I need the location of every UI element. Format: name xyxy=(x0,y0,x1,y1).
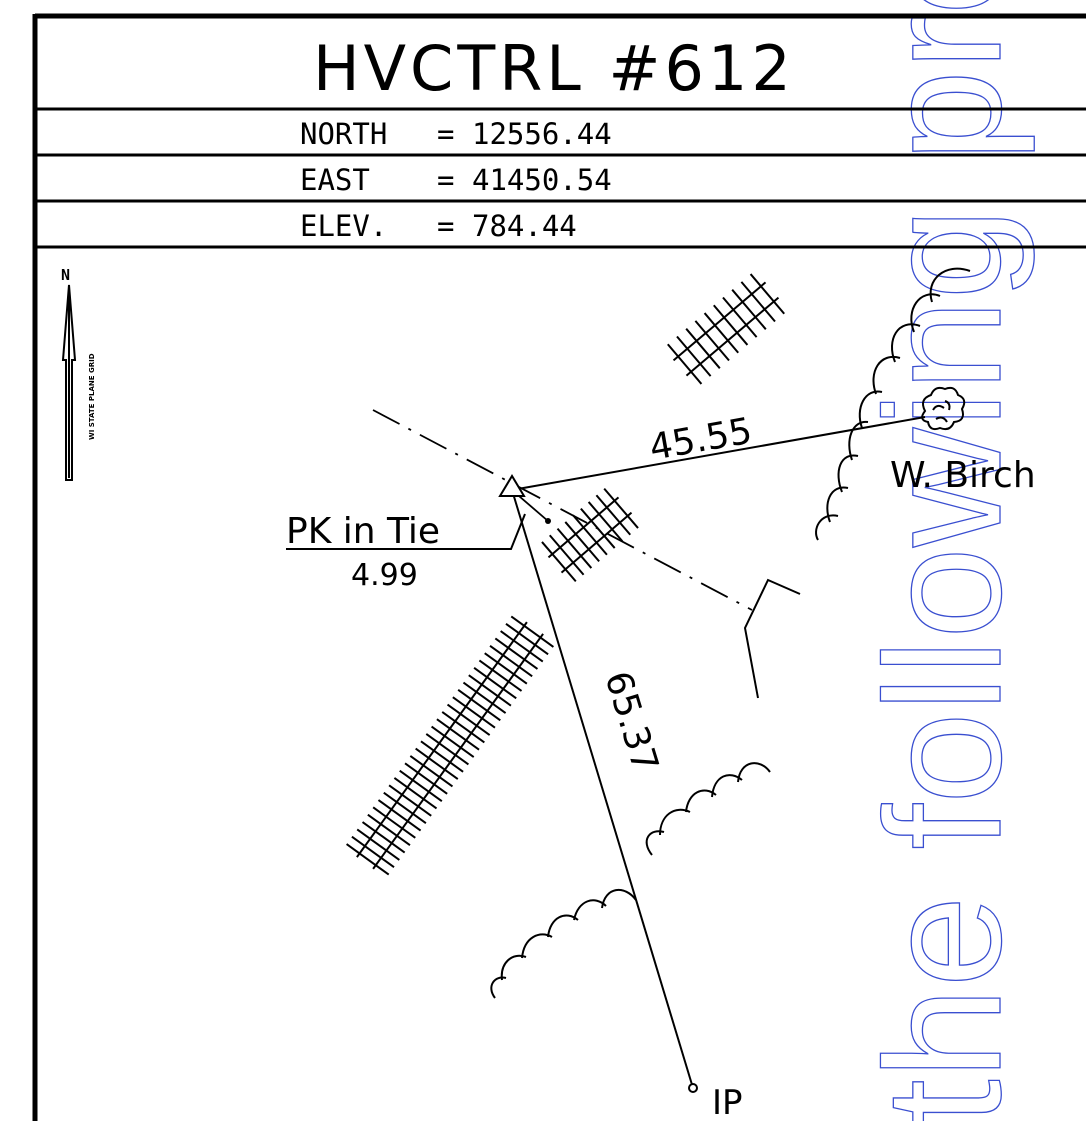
track-tie xyxy=(676,335,712,377)
track-tie xyxy=(484,652,528,685)
tree-icon xyxy=(921,386,966,431)
track-tie xyxy=(393,777,438,810)
track-segment xyxy=(346,615,554,876)
track-tie xyxy=(415,747,459,780)
track-rail xyxy=(356,621,528,858)
distance-ip: 65.37 xyxy=(596,667,665,778)
track-tie xyxy=(556,527,593,569)
track-tie xyxy=(462,681,507,714)
track-tie xyxy=(404,762,448,795)
track-tie xyxy=(587,501,624,543)
railroad-tracks xyxy=(346,273,785,876)
north-arrow: N WI STATE PLANE GRID xyxy=(61,266,96,481)
track-tie xyxy=(372,806,416,839)
track-tie xyxy=(399,769,443,802)
track-tie xyxy=(383,791,427,824)
north-equals: = xyxy=(437,117,454,151)
track-tie xyxy=(603,487,639,529)
track-tie xyxy=(749,273,785,315)
elev-label: ELEV. xyxy=(300,209,387,243)
east-label: EAST xyxy=(300,163,370,197)
track-tie xyxy=(356,828,400,861)
track-tie xyxy=(425,733,469,766)
track-rail xyxy=(672,281,767,362)
track-tie xyxy=(564,521,600,563)
track-tie xyxy=(346,843,390,876)
track-tie xyxy=(595,494,632,536)
track-tie xyxy=(457,689,501,722)
tie-line-birch xyxy=(511,416,926,491)
track-tie xyxy=(505,622,549,656)
east-equals: = xyxy=(437,163,454,197)
tie-line-ip xyxy=(511,489,694,1089)
track-tie xyxy=(722,296,758,338)
track-tie xyxy=(377,799,422,832)
track-tie xyxy=(500,630,544,663)
north-value: 12556.44 xyxy=(472,117,612,151)
track-tie xyxy=(703,312,739,354)
track-tie xyxy=(489,644,533,678)
track-tie xyxy=(351,835,395,869)
pk-triangle-icon xyxy=(498,474,526,497)
track-rail xyxy=(685,296,780,377)
track-tie xyxy=(441,711,485,744)
track-tie xyxy=(548,534,585,576)
north-label: NORTH xyxy=(300,117,387,151)
elev-value: 784.44 xyxy=(472,209,577,243)
track-tie xyxy=(713,304,749,346)
track-tie xyxy=(478,659,523,692)
fence-line xyxy=(743,578,801,699)
tree-line xyxy=(490,267,971,999)
ip-marker-icon xyxy=(688,1083,698,1093)
track-tie xyxy=(510,615,554,648)
track-rail xyxy=(372,633,544,870)
offset-point xyxy=(545,518,551,524)
tree-label: W. Birch xyxy=(890,455,1036,496)
track-tie xyxy=(541,541,577,583)
track-tie xyxy=(740,281,776,323)
track-segment xyxy=(541,487,639,583)
distance-birch: 45.55 xyxy=(646,411,755,469)
track-tie xyxy=(468,674,512,707)
north-caption: WI STATE PLANE GRID xyxy=(88,353,96,440)
watermark: the following pro xyxy=(851,0,1035,1121)
track-tie xyxy=(685,328,721,369)
pk-offset: 4.99 xyxy=(351,558,418,593)
centerline xyxy=(372,409,753,611)
track-tie xyxy=(361,821,406,854)
north-letter: N xyxy=(61,266,70,284)
pk-leader xyxy=(286,513,526,550)
track-tie xyxy=(473,667,517,700)
track-tie xyxy=(694,320,730,362)
track-tie xyxy=(388,784,432,817)
pk-label: PK in Tie xyxy=(286,511,440,552)
track-tie xyxy=(446,703,491,736)
coordinate-table: NORTH = 12556.44 EAST = 41450.54 ELEV. =… xyxy=(300,117,612,243)
track-tie xyxy=(494,637,539,670)
track-tie xyxy=(452,696,496,729)
track-tie xyxy=(436,718,480,751)
ip-label: IP xyxy=(712,1083,743,1121)
track-tie xyxy=(731,289,767,330)
track-tie xyxy=(431,725,475,758)
track-segment xyxy=(667,273,785,385)
east-value: 41450.54 xyxy=(472,163,612,197)
track-tie xyxy=(409,755,454,788)
point-title: HVCTRL #612 xyxy=(313,32,795,105)
track-tie xyxy=(572,514,608,556)
track-tie xyxy=(420,740,464,773)
sheet-frame xyxy=(32,13,1086,1121)
elev-equals: = xyxy=(437,209,454,243)
track-tie xyxy=(667,343,703,385)
track-tie xyxy=(367,813,411,847)
